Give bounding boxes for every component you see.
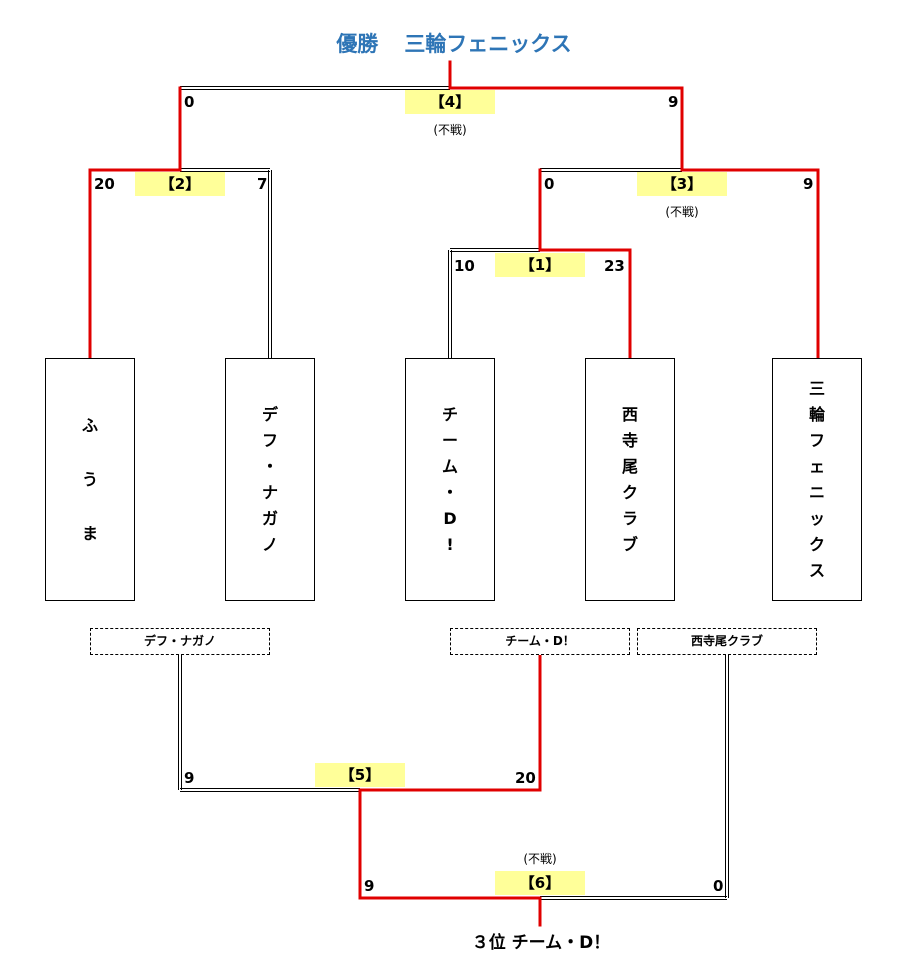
m4-left-score: 0 — [184, 93, 195, 111]
team-char: ク — [808, 534, 825, 554]
team-char: 輪 — [808, 404, 825, 424]
m1-left-leg-line — [448, 250, 452, 358]
m5-left-leg-line — [178, 655, 182, 790]
team-box-def-nagano: デ フ ・ ナ ガ ノ — [225, 358, 315, 601]
m3-label: 【3】 — [637, 172, 727, 196]
team-box-team-d: チ ー ム ・ D ! — [405, 358, 495, 601]
m2-label: 【2】 — [135, 172, 225, 196]
team-char: ガ — [261, 508, 278, 528]
team-char: 西 — [621, 404, 638, 424]
team-char: ! — [446, 534, 454, 554]
m5-left-score: 9 — [184, 769, 195, 787]
team-char: ・ — [261, 456, 278, 476]
m2-right-leg-line — [268, 170, 272, 358]
m1-left-score: 10 — [454, 257, 475, 275]
team-char: ま — [81, 523, 98, 543]
m4-note: (不戦) — [433, 123, 467, 137]
team-char: ク — [621, 482, 638, 502]
third-place: ３位 チーム・D！ — [0, 928, 908, 953]
m5-right-score: 20 — [515, 769, 536, 787]
team-char: 尾 — [621, 456, 638, 476]
m6-note: (不戦) — [523, 852, 557, 866]
team-char: ェ — [808, 456, 825, 476]
team-char: ふ — [81, 415, 98, 435]
loser-box-def-nagano: デフ・ナガノ — [90, 628, 270, 655]
team-char: ス — [808, 560, 825, 580]
m1-label: 【1】 — [495, 253, 585, 277]
team-box-fuuma: ふ う ま — [45, 358, 135, 601]
champion-label: 優勝 — [336, 32, 379, 56]
team-char: 寺 — [621, 430, 638, 450]
m6-right-leg-line — [725, 655, 729, 898]
m4-label: 【4】 — [405, 90, 495, 114]
m6-left-score: 9 — [364, 877, 375, 895]
loser-box-nishiterao-club: 西寺尾クラブ — [637, 628, 817, 655]
team-char: デ — [261, 404, 278, 424]
team-char: ニ — [808, 482, 825, 502]
m3-right-score: 9 — [803, 175, 814, 193]
team-char: ナ — [261, 482, 278, 502]
team-char: チ — [441, 404, 458, 424]
team-char: ノ — [261, 534, 278, 554]
m1-right-score: 23 — [604, 257, 625, 275]
team-char: う — [81, 469, 98, 489]
third-place-rank: ３位 — [471, 933, 506, 953]
m4-left-line — [180, 86, 450, 90]
team-char: ・ — [441, 482, 458, 502]
m2-right-score: 7 — [257, 175, 268, 193]
m3-left-score: 0 — [544, 175, 555, 193]
m6-label: 【6】 — [495, 871, 585, 895]
m1-left-line — [450, 248, 540, 252]
team-char: フ — [261, 430, 278, 450]
team-box-nishiterao-club: 西 寺 尾 ク ラ ブ — [585, 358, 675, 601]
team-char: ー — [441, 430, 458, 450]
champion-team: 三輪フェニックス — [404, 32, 572, 56]
m5-left-line — [180, 788, 360, 792]
third-place-team: チーム・D！ — [511, 933, 611, 953]
team-char: ブ — [621, 534, 638, 554]
m6-right-score: 0 — [713, 877, 724, 895]
team-char: フ — [808, 430, 825, 450]
m6-right-line — [540, 896, 727, 900]
team-char: D — [443, 508, 457, 528]
team-char: ム — [441, 456, 458, 476]
m3-left-line — [540, 168, 682, 172]
team-char: ッ — [808, 508, 825, 528]
m3-note: (不戦) — [665, 205, 699, 219]
team-char: ラ — [621, 508, 638, 528]
m4-right-score: 9 — [668, 93, 679, 111]
loser-box-team-d: チーム・D！ — [450, 628, 630, 655]
m2-left-score: 20 — [94, 175, 115, 193]
m2-right-line — [180, 168, 270, 172]
team-char: 三 — [808, 378, 825, 398]
team-box-miwa-phoenix: 三 輪 フ ェ ニ ッ ク ス — [772, 358, 862, 601]
champion-title: 優勝 三輪フェニックス — [0, 28, 908, 58]
m5-label: 【5】 — [315, 763, 405, 787]
